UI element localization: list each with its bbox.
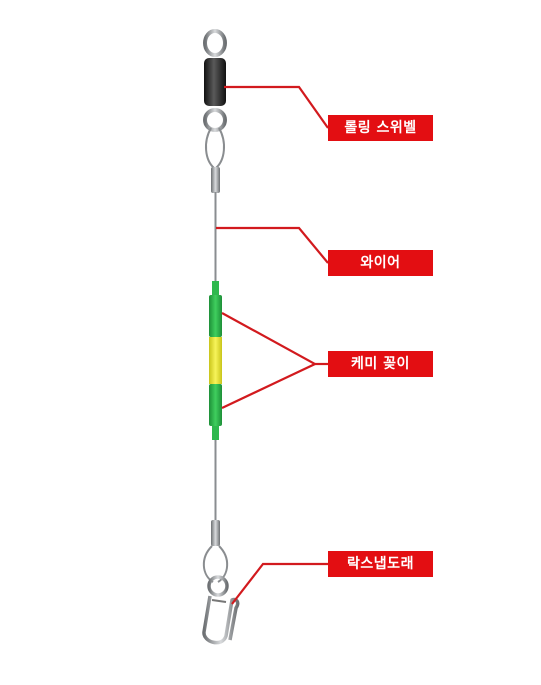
label-chemi-holder: 케미 꽂이: [328, 351, 433, 377]
rolling-swivel-icon: [203, 29, 227, 193]
leader-line-wire: [216, 226, 329, 264]
lock-snap-icon: [202, 520, 240, 645]
label-lock-snap: 락스냅도래: [328, 551, 433, 577]
chemi-holder-icon: [209, 281, 222, 440]
label-wire: 와이어: [328, 250, 433, 276]
leader-line-chemi: [221, 312, 318, 409]
leader-lines: [216, 85, 329, 605]
label-rolling-swivel: 롤링 스위벨: [328, 115, 433, 141]
leader-line-snap: [231, 562, 328, 605]
leader-line-swivel: [224, 85, 329, 129]
